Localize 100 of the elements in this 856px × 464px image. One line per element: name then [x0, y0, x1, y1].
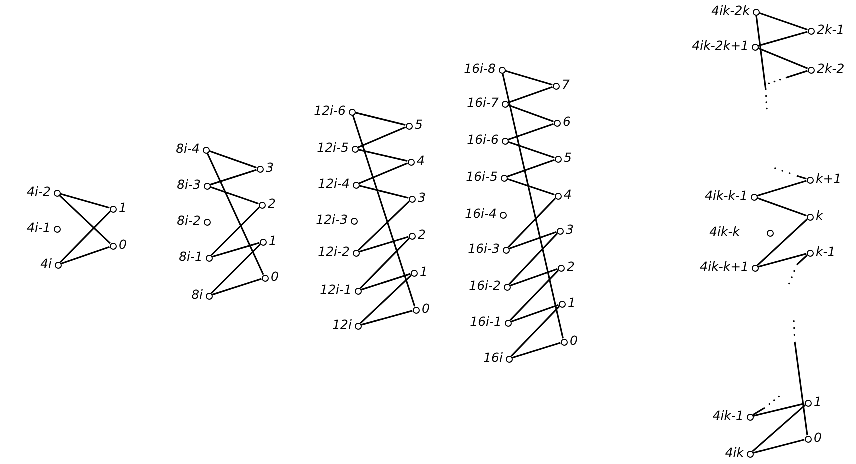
- vertex-circle: [504, 284, 510, 290]
- vertex-label: 4i: [40, 257, 52, 271]
- vertex-label: 4ik-1: [712, 409, 744, 423]
- vertex-label: k: [816, 209, 824, 223]
- vertex-label: 1: [814, 395, 822, 409]
- vertex-label: 4ik-2k: [712, 4, 750, 18]
- vertex-circle: [556, 228, 564, 234]
- vertex-label: 4ik: [725, 446, 744, 460]
- vertex-circle: [554, 156, 562, 162]
- edge-line: [360, 238, 410, 290]
- vertex-circle: [554, 192, 562, 200]
- vertex-circle: [502, 100, 508, 108]
- edge-line: [757, 197, 807, 217]
- edge-line: [758, 31, 808, 47]
- vertex-circle: [502, 138, 508, 144]
- vertex-circle: [804, 400, 812, 406]
- edge-line: [210, 244, 262, 294]
- vertex-label: 2: [418, 228, 426, 242]
- vertex-label: 1: [420, 265, 428, 279]
- vertex-circle: [806, 176, 814, 184]
- vertex-label: 16i-7: [467, 96, 499, 110]
- vertex-label: 16i-8: [464, 62, 496, 76]
- vertex-label: 12i-4: [318, 177, 350, 191]
- vertex-circle: [110, 242, 116, 250]
- edge-line: [60, 193, 110, 209]
- vertex-label: 8i-3: [177, 178, 201, 192]
- vertex-circle: [410, 270, 418, 276]
- vertex-circle: [408, 196, 416, 202]
- vertex-label: 4i-2: [27, 185, 51, 199]
- vertex-label: 12i-1: [320, 283, 352, 297]
- vertex-label: 16i-5: [466, 170, 498, 184]
- edge-line: [358, 162, 408, 184]
- edge-line: [212, 278, 262, 296]
- vertex-label: 1: [568, 296, 576, 310]
- vertex-label: 16i-4: [465, 207, 497, 221]
- vertex-circle: [256, 166, 264, 172]
- edge-line: [352, 115, 416, 307]
- vertex-circle: [746, 414, 754, 420]
- edge-line: [508, 198, 556, 248]
- vertex-circle: [504, 320, 512, 326]
- vertex-circle: [110, 206, 116, 212]
- vertex-circle: [558, 300, 566, 308]
- edge-line: [210, 206, 260, 256]
- vertex-label: 4: [417, 154, 425, 168]
- edge-line: [358, 126, 406, 148]
- edge-line: [60, 210, 112, 264]
- vertex-circle: [558, 264, 564, 272]
- vertex-circle: [54, 190, 60, 196]
- vertex-circle: [498, 66, 506, 74]
- edge-line: [359, 236, 409, 253]
- vertex-circle: [204, 218, 210, 226]
- vertex-circle: [750, 194, 758, 200]
- edge-line: [510, 268, 558, 287]
- vertex-circle: [752, 44, 758, 50]
- vertex-circle: [412, 306, 420, 314]
- vertex-label: 0: [422, 302, 430, 316]
- edge-line: [502, 73, 564, 339]
- vertex-label: 4ik-2k+1: [692, 39, 749, 53]
- edge-line: [757, 218, 808, 266]
- vertex-label: 2: [268, 197, 276, 211]
- vertex-label: 4ik-k+1: [700, 260, 749, 274]
- vertex-label: 16i-3: [468, 242, 500, 256]
- vertex-label: 6: [563, 115, 571, 129]
- edge-line: [61, 246, 110, 265]
- vertex-label: 8i-1: [179, 250, 203, 264]
- vertex-circle: [808, 66, 814, 74]
- vertex-circle: [766, 230, 774, 236]
- edge-line: [509, 231, 557, 250]
- edge-line: [206, 152, 264, 276]
- vertex-circle: [552, 82, 560, 90]
- edge-line: [210, 186, 259, 205]
- vertex-circle: [560, 338, 568, 346]
- vertex-label: 8i-4: [176, 142, 200, 156]
- vertex-label: 16i-2: [469, 279, 501, 293]
- vertex-circle: [406, 122, 412, 130]
- edge-line: [508, 141, 555, 159]
- vertex-label: 12i: [332, 318, 352, 332]
- edge-line: [753, 439, 805, 454]
- edge-line: [505, 70, 553, 86]
- vertex-label: 1: [269, 234, 277, 248]
- vertex-label: 16i: [484, 351, 503, 365]
- edge-line: [753, 403, 805, 417]
- vertex-circle: [54, 226, 60, 232]
- vertex-circle: [746, 450, 754, 458]
- vertex-label: 8i: [192, 288, 203, 302]
- vertex-label: 5: [564, 151, 572, 165]
- vertex-circle: [206, 254, 212, 262]
- vertex-label: 4: [564, 188, 572, 202]
- edge-line: [752, 404, 806, 452]
- vertex-label: 3: [266, 161, 274, 175]
- vertex-circle: [258, 202, 266, 208]
- vertex-circle: [354, 288, 362, 294]
- vertex-label: 7: [562, 78, 570, 92]
- vertex-label: 2: [567, 260, 575, 274]
- edge-line: [212, 242, 260, 258]
- vertex-circle: [408, 232, 416, 240]
- vertex-circle: [352, 250, 360, 256]
- edge-line: [511, 304, 559, 323]
- vertex-circle: [554, 120, 560, 126]
- edge-line: [358, 149, 408, 162]
